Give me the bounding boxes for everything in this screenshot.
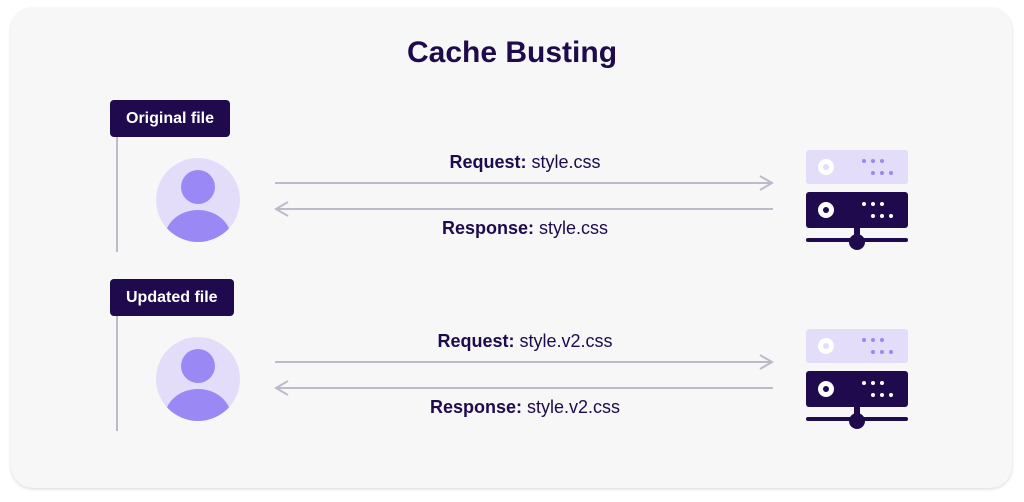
user-avatar-icon [156, 158, 240, 242]
section-tag: Original file [110, 100, 231, 137]
arrow-left-icon [274, 380, 773, 396]
response-file: style.css [539, 218, 609, 238]
request-response-arrows [274, 354, 774, 396]
arrow-right-icon [275, 354, 774, 370]
server-icon [806, 150, 908, 250]
section-bracket-line [116, 137, 118, 252]
diagram-title: Cache Busting [406, 36, 618, 69]
response-label: Response: style.v2.css [270, 397, 780, 418]
response-label: Response: style.css [270, 218, 780, 239]
request-response-arrows [274, 175, 774, 217]
section-tag: Updated file [110, 279, 234, 316]
arrow-right-icon [275, 175, 774, 191]
server-icon [806, 329, 908, 429]
request-file: style.css [531, 152, 601, 172]
response-prefix: Response: [441, 218, 534, 238]
request-label: Request: style.v2.css [270, 331, 780, 352]
request-prefix: Request: [449, 152, 527, 172]
request-prefix: Request: [437, 331, 515, 351]
response-file: style.v2.css [527, 397, 621, 417]
request-file: style.v2.css [519, 331, 613, 351]
section-bracket-line [116, 316, 118, 431]
response-prefix: Response: [429, 397, 522, 417]
request-label: Request: style.css [270, 152, 780, 173]
section-updated-file: Updated file Request: style.v2.css Respo… [0, 279, 1024, 449]
arrow-left-icon [274, 201, 773, 217]
user-avatar-icon [156, 337, 240, 421]
section-original-file: Original file Request: style.css Respons… [0, 100, 1024, 270]
